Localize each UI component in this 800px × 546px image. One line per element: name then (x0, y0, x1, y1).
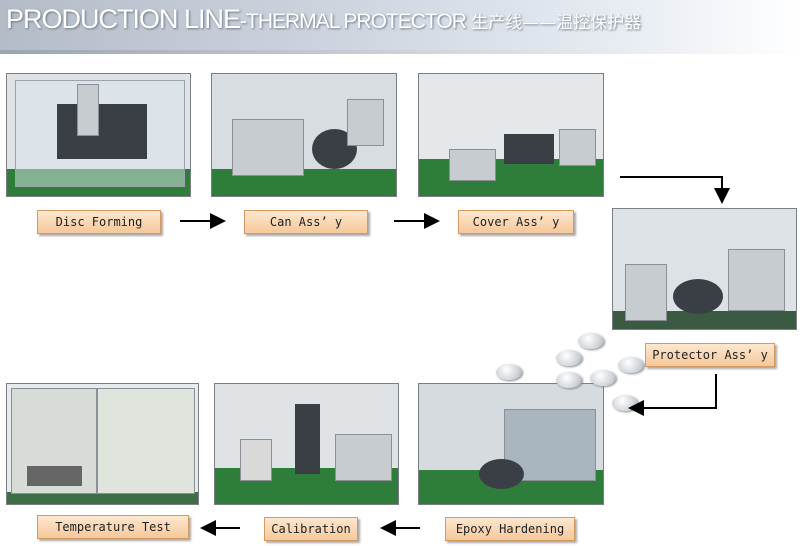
photo-protector-assembly (612, 208, 797, 330)
header-divider (0, 50, 800, 54)
photo-temperature-test (6, 383, 199, 505)
step-label-disc-forming: Disc Forming (37, 210, 161, 234)
photo-can-assembly (211, 73, 397, 197)
step-label-protector-assembly: Protector Ass’ y (645, 343, 775, 367)
protector-part-graphic (556, 350, 582, 366)
title-sub: -THERMAL PROTECTOR (240, 10, 467, 33)
protector-part-graphic (590, 370, 616, 386)
title-main: PRODUCTION LINE (6, 4, 241, 34)
page-title: PRODUCTION LINE-THERMAL PROTECTOR 生产线——温… (6, 4, 641, 35)
photo-calibration (214, 383, 399, 505)
arrow-protector-to-epoxy (628, 374, 717, 416)
photo-epoxy-hardening (418, 383, 604, 505)
step-label-temperature-test: Temperature Test (37, 515, 189, 539)
step-label-can-assembly: Can Ass’ y (244, 210, 368, 234)
protector-part-graphic (556, 372, 582, 388)
title-chinese: 生产线——温控保护器 (465, 13, 642, 33)
step-label-calibration: Calibration (264, 517, 358, 541)
header-banner: PRODUCTION LINE-THERMAL PROTECTOR 生产线——温… (0, 0, 800, 50)
photo-disc-forming (6, 73, 191, 197)
step-label-cover-assembly: Cover Ass’ y (458, 210, 574, 234)
protector-part-graphic (496, 364, 522, 380)
protector-part-graphic (578, 333, 604, 349)
arrow-cover-to-protector (620, 176, 730, 204)
step-label-epoxy-hardening: Epoxy Hardening (445, 517, 575, 541)
protector-part-graphic (618, 357, 644, 373)
photo-cover-assembly (418, 73, 604, 197)
